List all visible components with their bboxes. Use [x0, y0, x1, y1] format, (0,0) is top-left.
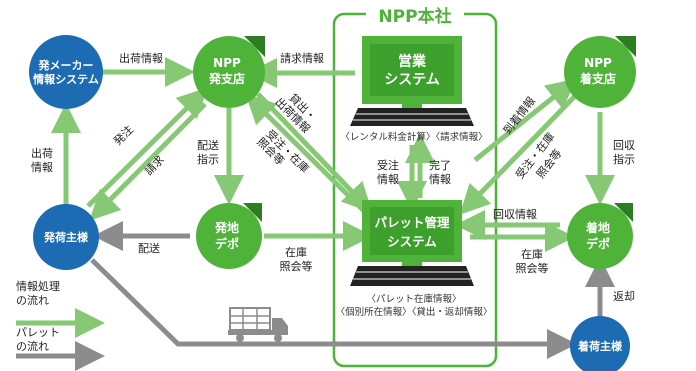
dest-depot-label-2: デポ [586, 236, 610, 251]
label-completion-2: 情報 [429, 173, 451, 186]
npp-dest-branch-label-2: 着支店 [579, 71, 616, 86]
pallet-system-label-2: システム [387, 234, 437, 249]
label-order: 発注 [110, 122, 135, 147]
pallet-system-caption-2: 〈個別所在情報〉〈貸出・返却情報〉 [336, 306, 493, 318]
label-shipment-info-left-1: 出荷 [31, 146, 53, 160]
label-shipment-info-left-2: 情報 [31, 161, 53, 174]
arrow-invoice [89, 102, 207, 221]
label-stock-inquiry-right-1: 在庫 [521, 247, 543, 261]
label-order-received-1: 受注 [377, 158, 399, 172]
arrow-order-stock-right [459, 94, 577, 215]
sales-system: 営業 システム 〈レンタル料金計算〉〈請求情報〉 [340, 36, 488, 143]
arrow-arrival-info [473, 78, 577, 162]
legend-pallet-2: の流れ [16, 339, 49, 353]
maker-node [29, 35, 103, 109]
npp-origin-branch-label-1: NPP [213, 56, 241, 70]
label-dispatch-instr-2: 指示 [197, 152, 219, 166]
legend-info-2: の流れ [16, 293, 49, 307]
sales-system-keyboard [350, 108, 474, 126]
label-collect-instr-2: 指示 [613, 152, 635, 166]
pallet-system: パレット管理 システム 〈パレット在庫情報〉 〈個別所在情報〉〈貸出・返却情報〉 [336, 200, 493, 318]
label-collect-instr-1: 回収 [613, 139, 635, 152]
origin-depot-node: 発地 デポ [196, 203, 262, 269]
arrow-pallet-to-receiver [90, 258, 577, 359]
shipper-node [33, 204, 99, 270]
legend-pallet-1: パレット [16, 326, 60, 339]
legend-info-1: 情報処理 [16, 280, 60, 293]
receiver-node [570, 316, 630, 371]
npp-dest-branch-label-1: NPP [584, 56, 612, 70]
maker-label-2: 情報システム [33, 72, 99, 86]
hq-title: NPP本社 [378, 6, 451, 27]
label-billing-info: 請求情報 [280, 51, 324, 65]
npp-origin-branch-label-2: 発支店 [208, 71, 245, 86]
arrow-order [86, 87, 208, 208]
sales-system-caption: 〈レンタル料金計算〉〈請求情報〉 [340, 131, 487, 143]
origin-depot-label-2: デポ [215, 236, 239, 251]
origin-depot-label-1: 発地 [214, 220, 239, 235]
label-order-received-2: 情報 [377, 173, 399, 186]
dest-depot-label-1: 着地 [585, 220, 610, 235]
label-return: 返却 [613, 290, 635, 303]
sales-system-label-2: システム [384, 72, 440, 88]
maker-label-1: 発メーカー [38, 58, 94, 72]
label-delivery: 配送 [138, 241, 160, 255]
pallet-system-keyboard [350, 266, 474, 286]
truck-icon [228, 307, 288, 342]
label-stock-inquiry-2: 照会等 [280, 259, 313, 273]
npp-origin-branch-node: NPP 発支店 [193, 36, 265, 108]
label-stock-inquiry-right-2: 照会等 [516, 261, 549, 275]
pallet-system-caption-1: 〈パレット在庫情報〉 [366, 293, 461, 305]
arrow-order-stock-left [245, 93, 367, 214]
receiver-label: 着荷主様 [577, 339, 623, 353]
label-invoice: 請求 [141, 152, 166, 177]
label-collection-info: 回収情報 [493, 208, 537, 221]
label-dispatch-instr-1: 配送 [197, 138, 219, 152]
dest-depot-node: 着地 デポ [567, 203, 633, 269]
label-stock-inquiry-1: 在庫 [285, 245, 307, 259]
sales-system-label-1: 営業 [398, 53, 427, 70]
label-shipment-info-top: 出荷情報 [119, 51, 163, 65]
shipper-label: 発荷主様 [43, 230, 89, 244]
npp-dest-branch-node: NPP 着支店 [564, 36, 636, 108]
pallet-system-label-1: パレット管理 [374, 215, 450, 230]
label-completion-1: 完了 [429, 158, 451, 172]
